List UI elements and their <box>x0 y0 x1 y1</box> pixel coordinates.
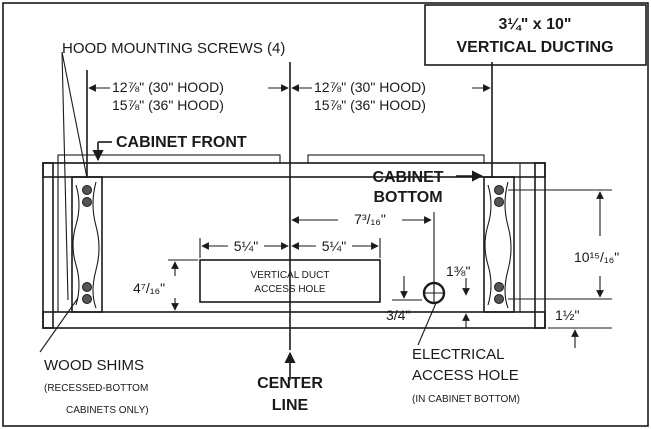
cabinet-front-label: CABINET FRONT <box>116 134 247 151</box>
right-dim-36: 15⅞" (36" HOOD) <box>314 97 426 113</box>
wood-shims-leader <box>39 297 79 353</box>
vertical-duct-access-hole: VERTICAL DUCT ACCESS HOLE <box>199 259 381 303</box>
screw-spacing-dim: 10¹⁵/₁₆" <box>574 249 619 265</box>
hood-screws-label: HOOD MOUNTING SCREWS (4) <box>62 40 285 57</box>
center-electrical-dim: 7³/₁₆" <box>354 211 386 227</box>
cabinet-bottom-label-2: BOTTOM <box>373 189 442 206</box>
electrical-label-2: ACCESS HOLE <box>412 367 519 384</box>
duct-height-dim: 4⁷/₁₆" <box>133 280 165 296</box>
cabinet <box>42 154 546 329</box>
electrical-note: (IN CABINET BOTTOM) <box>412 394 520 405</box>
screws-leader-2 <box>61 51 69 301</box>
electrical-label-1: ELECTRICAL <box>412 346 505 363</box>
center-line-label-1: CENTER <box>257 375 323 392</box>
ducting-title: VERTICAL DUCTING <box>456 39 613 56</box>
left-dim-36: 15⅞" (36" HOOD) <box>112 97 224 113</box>
screw-icons <box>82 185 504 304</box>
right-wood-shim <box>483 176 515 313</box>
left-dim-30: 12⅞" (30" HOOD) <box>112 79 224 95</box>
electrical-height-dim: 1⅜" <box>446 263 470 279</box>
shims-note-2: CABINETS ONLY) <box>66 405 149 416</box>
right-dim-30: 12⅞" (30" HOOD) <box>314 79 426 95</box>
shims-note-1: (RECESSED-BOTTOM <box>44 383 148 394</box>
vertical-ducting-callout: 3¼" x 10" VERTICAL DUCTING <box>424 4 647 66</box>
screw-edge-dim: 1½" <box>555 307 579 323</box>
electrical-leader <box>417 302 437 346</box>
electrical-access-hole <box>422 281 446 305</box>
duct-hole-label-2: ACCESS HOLE <box>254 284 325 295</box>
duct-hole-label-1: VERTICAL DUCT <box>251 270 330 281</box>
cabinet-bottom-label-1: CABINET <box>372 169 443 186</box>
duct-half-right: 5¼" <box>322 238 346 254</box>
ducting-size: 3¼" x 10" <box>499 16 572 33</box>
screws-leader-1 <box>61 51 88 179</box>
center-line-label-2: LINE <box>272 397 309 414</box>
duct-half-left: 5¼" <box>234 238 258 254</box>
electrical-offset-dim: 3/4" <box>386 307 410 323</box>
left-wood-shim <box>71 176 103 313</box>
wood-shims-label: WOOD SHIMS <box>44 357 144 374</box>
